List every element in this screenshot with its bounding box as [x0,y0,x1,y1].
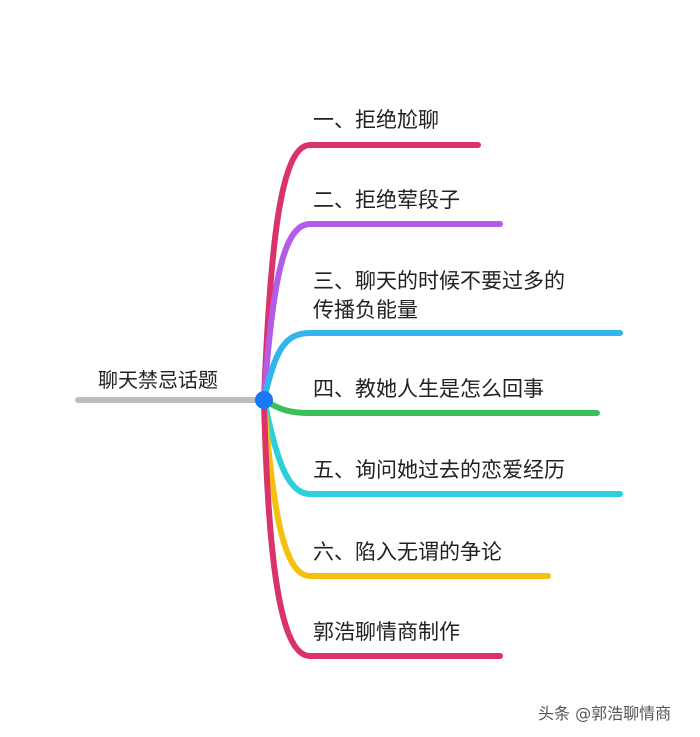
branch-label-6: 六、陷入无谓的争论 [313,540,502,564]
branch-line-2 [261,221,503,403]
branch-line-3 [261,330,623,403]
watermark: 头条 @郭浩聊情商 [538,704,672,723]
branch-line-7 [261,397,503,659]
branch-label-1: 一、拒绝尬聊 [313,108,439,132]
branch-label-3b: 传播负能量 [313,298,418,322]
branch-label-2: 二、拒绝荤段子 [313,188,460,212]
branch-label-3a: 三、聊天的时候不要过多的 [313,269,565,293]
branch-label-4: 四、教她人生是怎么回事 [313,377,544,401]
branch-label-7: 郭浩聊情商制作 [313,620,460,644]
root-label: 聊天禁忌话题 [98,368,218,392]
root-node [255,391,273,409]
branch-label-5: 五、询问她过去的恋爱经历 [313,458,565,482]
